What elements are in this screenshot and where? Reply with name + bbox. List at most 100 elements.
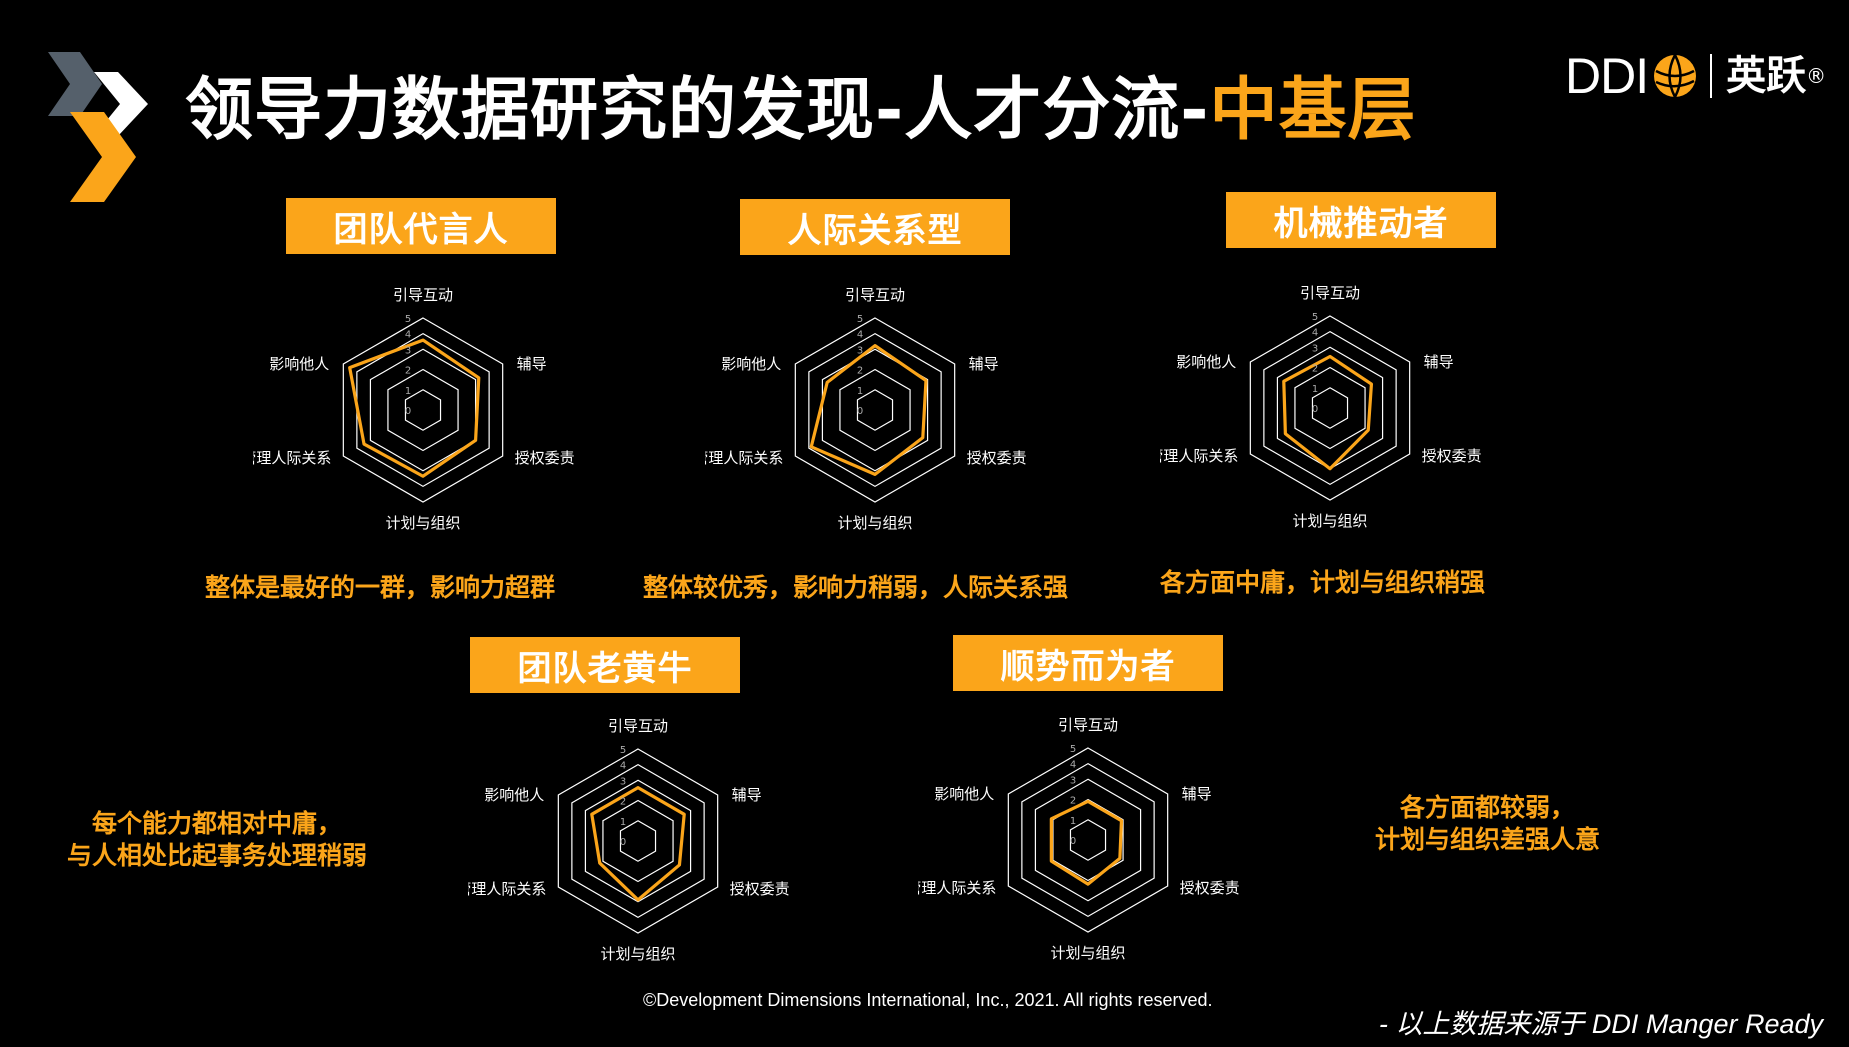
radar-tick-label: 2 [1312, 364, 1318, 375]
radar-category-label: 管理人际关系 [918, 879, 996, 897]
radar-tick-label: 5 [620, 745, 626, 756]
radar-category-label: 辅导 [517, 355, 547, 373]
radar-series-line [809, 343, 928, 476]
brand-name: DDI [1565, 48, 1649, 104]
radar-tick-label: 4 [857, 330, 863, 341]
profile-desc-3: 各方面中庸，计划与组织稍强 [1160, 567, 1485, 599]
radar-chart-2: 012345引导互动辅导授权委责计划与组织管理人际关系影响他人 [705, 286, 1027, 532]
radar-category-label: 管理人际关系 [253, 449, 331, 467]
radar-category-label: 辅导 [732, 786, 762, 804]
radar-tick-label: 0 [1312, 404, 1318, 415]
radar-tick-label: 3 [1070, 775, 1076, 786]
radar-category-label: 授权委责 [967, 449, 1027, 467]
radar-grid-ring [794, 317, 956, 503]
title-main: 领导力数据研究的发现-人才分流- [185, 71, 1210, 150]
radar-grid-ring [1007, 747, 1169, 933]
radar-category-label: 授权委责 [1180, 879, 1240, 897]
radar-category-label: 影响他人 [484, 786, 544, 804]
radar-category-label: 计划与组织 [600, 945, 675, 963]
brand-separator [1710, 54, 1713, 98]
radar-tick-label: 2 [620, 797, 626, 808]
radar-category-label: 授权委责 [1422, 447, 1482, 465]
radar-category-label: 计划与组织 [385, 514, 460, 532]
radar-category-label: 管理人际关系 [705, 449, 783, 467]
radar-category-label: 管理人际关系 [468, 880, 546, 898]
radar-series-line [1049, 799, 1124, 886]
radar-category-label: 辅导 [1182, 785, 1212, 803]
radar-grid-ring [839, 368, 911, 452]
radar-tick-label: 0 [620, 837, 626, 848]
radar-tick-label: 4 [1070, 760, 1076, 771]
radar-category-label: 影响他人 [934, 785, 994, 803]
radar-tick-label: 4 [1312, 328, 1318, 339]
radar-grid-ring [1311, 387, 1349, 429]
radar-tick-label: 1 [1312, 384, 1318, 395]
radar-category-label: 辅导 [969, 355, 999, 373]
brand-reg: ® [1806, 64, 1827, 88]
profile-label-2: 人际关系型 [740, 199, 1010, 255]
radar-grid-ring [342, 317, 504, 503]
radar-category-label: 影响他人 [1176, 353, 1236, 371]
radar-tick-label: 1 [620, 817, 626, 828]
radar-tick-label: 1 [857, 386, 863, 397]
radar-category-label: 影响他人 [269, 355, 329, 373]
radar-tick-label: 2 [1070, 796, 1076, 807]
copyright-text: ©Development Dimensions International, I… [643, 990, 1213, 1010]
radar-grid-ring [571, 763, 705, 919]
radar-tick-label: 0 [405, 406, 411, 417]
page-title: 领导力数据研究的发现-人才分流-中基层 [185, 66, 1416, 156]
profile-label-3: 机械推动者 [1226, 192, 1496, 248]
radar-category-label: 计划与组织 [1292, 512, 1367, 530]
profile-desc-3-line-1: 各方面中庸，计划与组织稍强 [1160, 568, 1486, 597]
radar-tick-label: 0 [1070, 836, 1076, 847]
profile-desc-5-line-2: 计划与组织差强人意 [1374, 825, 1600, 854]
radar-grid-ring [1249, 315, 1411, 501]
profile-desc-4: 每个能力都相对中庸， 与人相处比起事务处理稍弱 [52, 808, 382, 872]
radar-tick-label: 2 [405, 366, 411, 377]
radar-grid-ring [808, 332, 942, 488]
radar-grid-ring [369, 348, 477, 472]
radar-grid-ring [821, 348, 929, 472]
radar-grid-ring [1276, 346, 1384, 470]
profile-desc-4-line-1: 每个能力都相对中庸， [91, 809, 342, 838]
profile-label-1: 团队代言人 [286, 198, 556, 254]
radar-series-line [1282, 354, 1374, 471]
radar-grid-ring [387, 368, 459, 452]
radar-tick-label: 3 [857, 345, 863, 356]
profile-desc-1: 整体是最好的一群，影响力超群 [205, 572, 555, 604]
radar-category-label: 辅导 [1424, 353, 1454, 371]
radar-category-label: 引导互动 [845, 286, 905, 304]
radar-category-label: 引导互动 [608, 717, 668, 735]
profile-desc-2-line-1: 整体较优秀，影响力稍弱，人际关系强 [643, 573, 1069, 602]
globe-icon [1654, 54, 1697, 98]
radar-tick-label: 3 [405, 345, 411, 356]
radar-tick-label: 1 [405, 386, 411, 397]
radar-tick-label: 5 [405, 314, 411, 325]
radar-category-label: 管理人际关系 [1160, 447, 1238, 465]
radar-tick-label: 4 [405, 330, 411, 341]
radar-tick-label: 5 [857, 314, 863, 325]
radar-category-label: 影响他人 [721, 355, 781, 373]
title-highlight: 中基层 [1209, 71, 1417, 150]
radar-tick-label: 2 [857, 366, 863, 377]
radar-chart-5: 012345引导互动辅导授权委责计划与组织管理人际关系影响他人 [918, 716, 1240, 962]
brand-logo: DDI 英跃 ® [1565, 48, 1826, 104]
radar-tick-label: 3 [1312, 343, 1318, 354]
radar-grid-ring [1263, 330, 1397, 486]
radar-grid-ring [619, 820, 657, 862]
radar-grid-ring [584, 779, 692, 903]
radar-grid-ring [602, 799, 674, 883]
profile-desc-4-line-2: 与人相处比起事务处理稍弱 [66, 841, 367, 870]
radar-grid-ring [1021, 762, 1155, 918]
radar-tick-label: 1 [1070, 816, 1076, 827]
radar-grid-ring [356, 332, 490, 488]
radar-category-label: 授权委责 [515, 449, 575, 467]
radar-tick-label: 3 [620, 776, 626, 787]
radar-category-label: 引导互动 [1300, 284, 1360, 302]
radar-grid-ring [557, 748, 719, 934]
radar-chart-3: 012345引导互动辅导授权委责计划与组织管理人际关系影响他人 [1160, 284, 1482, 530]
radar-tick-label: 4 [620, 761, 626, 772]
radar-grid-ring [1034, 778, 1142, 902]
radar-chart-4: 012345引导互动辅导授权委责计划与组织管理人际关系影响他人 [468, 717, 790, 963]
radar-grid-ring [856, 389, 894, 431]
